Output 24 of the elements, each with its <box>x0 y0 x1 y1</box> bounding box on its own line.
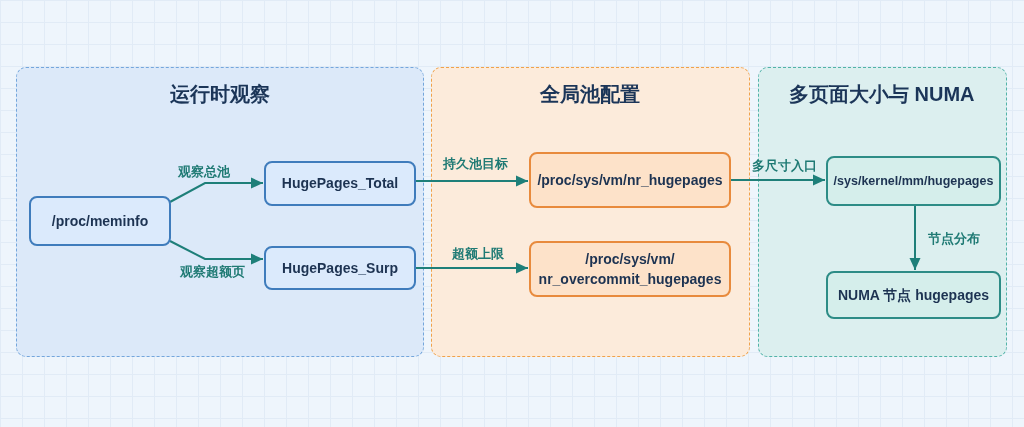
panel-title: 全局池配置 <box>540 82 640 107</box>
edge-label: 节点分布 <box>928 230 980 248</box>
panel-title: 多页面大小与 NUMA <box>789 82 975 107</box>
dashed-panel <box>431 67 750 357</box>
process-box: /proc/sys/vm/ nr_overcommit_hugepages <box>529 241 731 297</box>
edge-label: 持久池目标 <box>442 155 508 173</box>
edge-label: 超额上限 <box>452 245 504 263</box>
process-box: HugePages_Total <box>264 161 416 206</box>
edge-label: 观察超额页 <box>179 263 245 281</box>
arrow <box>414 175 529 187</box>
arrow <box>729 174 826 186</box>
dashed-panel <box>16 67 424 357</box>
arrow <box>169 177 264 203</box>
process-box: /sys/kernel/mm/hugepages <box>826 156 1001 206</box>
edge-label: 多尺寸入口 <box>751 157 817 175</box>
process-box: HugePages_Surp <box>264 246 416 290</box>
process-box: /proc/meminfo <box>29 196 171 246</box>
arrow <box>414 262 529 274</box>
arrow <box>909 204 921 271</box>
process-box: /proc/sys/vm/nr_hugepages <box>529 152 731 208</box>
process-box: NUMA 节点 hugepages <box>826 271 1001 319</box>
edge-label: 观察总池 <box>178 163 230 181</box>
arrow <box>169 240 264 265</box>
panel-title: 运行时观察 <box>169 82 270 107</box>
